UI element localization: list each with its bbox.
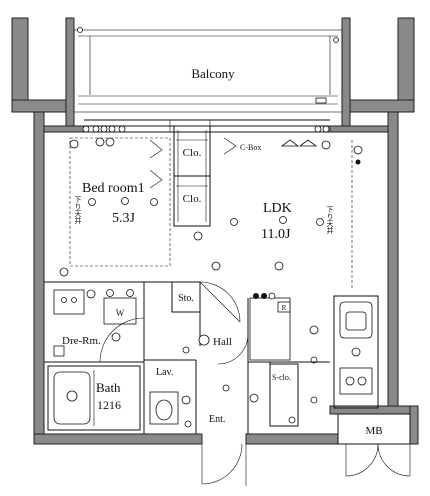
bedroom-name: Bed room1 <box>82 181 145 196</box>
balcony-area: Balcony <box>73 27 343 113</box>
dressing-room: W Dre-Rm. <box>53 289 145 363</box>
refrigerator-label: R <box>282 304 287 312</box>
closets: Clo. Clo. <box>173 125 211 241</box>
closet-lower-label: Clo. <box>183 193 202 205</box>
shoe-closet: S-clo. <box>269 363 318 427</box>
closet-upper-label: Clo. <box>183 147 202 159</box>
bath-size: 1216 <box>97 398 121 412</box>
ldk-size: 11.0J <box>261 227 291 242</box>
meter-box-label: MB <box>365 425 382 437</box>
cbox-label: C-Box <box>240 143 261 152</box>
bedroom-size: 5.3J <box>112 211 136 226</box>
washer-label: W <box>116 308 125 318</box>
storage-label: Sto. <box>178 293 194 304</box>
dressing-room-label: Dre-Rm. <box>62 335 101 347</box>
hall: Hall <box>182 333 249 365</box>
ceiling-note-right: 下り天井 <box>326 206 334 235</box>
storage: Sto. <box>171 281 241 323</box>
entrance-label: Ent. <box>209 414 225 425</box>
kitchen: R <box>249 292 379 409</box>
ldk-name: LDK <box>263 201 292 216</box>
ceiling-note-left: 下り天井 <box>74 196 82 225</box>
balcony-label: Balcony <box>191 66 235 81</box>
shoe-closet-label: S-clo. <box>272 373 291 382</box>
bedroom: Bed room1 5.3J 下り天井 <box>59 137 171 277</box>
bath: Bath 1216 <box>47 365 141 431</box>
meter-box: MB <box>337 413 411 477</box>
ldk: C-Box LDK 11.0J 下り天井 <box>211 137 363 364</box>
lavatory: Lav. <box>149 367 192 428</box>
lavatory-label: Lav. <box>156 367 173 378</box>
entrance: Ent. <box>201 384 259 486</box>
hall-label: Hall <box>213 336 232 348</box>
bath-name: Bath <box>96 380 121 395</box>
outer-walls <box>11 17 419 445</box>
